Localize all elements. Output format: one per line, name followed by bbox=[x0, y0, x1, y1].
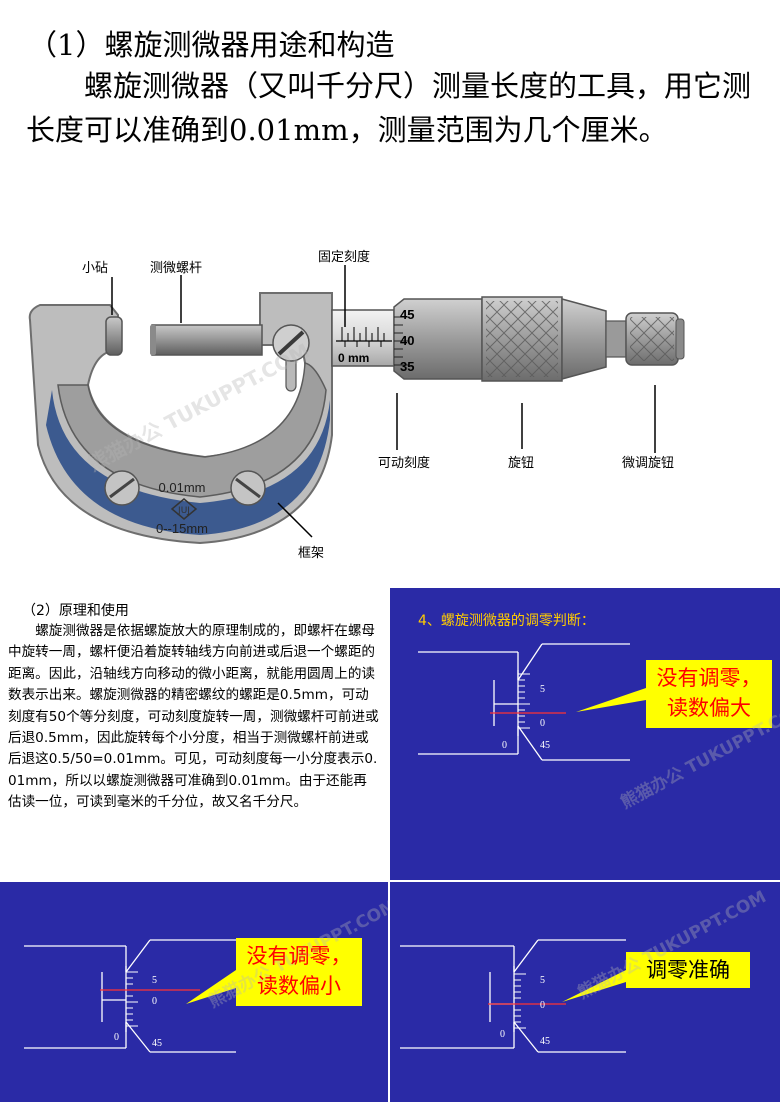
anvil bbox=[105, 316, 123, 356]
lock-screw bbox=[272, 324, 310, 392]
callout-text: 调零准确 bbox=[626, 955, 750, 985]
fixed-zero-label: 0 bbox=[502, 740, 507, 751]
plate-screw-right bbox=[230, 470, 266, 506]
plate-range-text: 0--15mm bbox=[156, 521, 208, 536]
plate-screw-left bbox=[104, 470, 140, 506]
brand-logo: JUJ bbox=[170, 498, 198, 520]
scale-label-5: 5 bbox=[152, 975, 157, 986]
fixed-zero-label: 0 bbox=[500, 1029, 505, 1040]
knob-taper bbox=[561, 298, 607, 380]
plate-resolution-text: 0.01mm bbox=[159, 480, 206, 495]
frame-plate bbox=[57, 362, 327, 498]
micrometer-diagram: JUJ 0.01mm 0--15mm 0 mm 45 40 35 bbox=[28, 249, 685, 561]
callout-line-1: 调零准确 bbox=[646, 958, 730, 982]
zero-check-panel-low: 5 0 45 0 熊猫办公 TUKUPPT.COM 没有调零， 读数偏小 bbox=[0, 882, 388, 1102]
label-spindle: 测微螺杆 bbox=[150, 261, 202, 276]
zero-check-panel-high: 4、螺旋测微器的调零判断： 5 0 45 0 熊猫办公 TUKUPPT bbox=[390, 588, 780, 880]
intro-text: 螺旋测微器（又叫千分尺）测量长度的工具，用它测长度可以准确到0.01mm，测量范… bbox=[26, 64, 756, 152]
scale-label-45: 45 bbox=[540, 740, 550, 751]
scale-label-0: 0 bbox=[540, 1000, 545, 1011]
thimble-number-40: 40 bbox=[400, 333, 414, 348]
section-heading: （1）螺旋测微器用途和构造 bbox=[28, 28, 395, 62]
callout-text: 没有调零， 读数偏大 bbox=[646, 663, 772, 723]
zero-check-panel-ok: 5 0 45 0 熊猫办公 TUKUPPT.COM 调零准确 bbox=[390, 882, 780, 1102]
fixed-zero-label: 0 bbox=[114, 1032, 119, 1043]
principle-title: （2）原理和使用 bbox=[22, 603, 129, 619]
sleeve-zero-label: 0 mm bbox=[338, 351, 369, 365]
scale-label-0: 0 bbox=[152, 996, 157, 1007]
zero-check-diagram-low: 5 0 45 0 熊猫办公 TUKUPPT.COM bbox=[24, 895, 388, 1053]
label-anvil: 小砧 bbox=[82, 261, 108, 276]
label-fine-knob: 微调旋钮 bbox=[622, 456, 674, 471]
scale-label-45: 45 bbox=[152, 1038, 162, 1049]
callout-bubble bbox=[186, 938, 362, 1006]
zero-check-diagram-ok: 5 0 45 0 熊猫办公 TUKUPPT.COM bbox=[400, 886, 770, 1053]
svg-text:JUJ: JUJ bbox=[177, 506, 190, 516]
zero-check-diagram-high: 5 0 45 0 熊猫办公 TUKUPPT.COM bbox=[418, 643, 780, 813]
label-movable-scale: 可动刻度 bbox=[378, 455, 430, 471]
callout-line-2: 读数偏小 bbox=[257, 974, 341, 998]
intro-paragraph: 螺旋测微器（又叫千分尺）测量长度的工具，用它测长度可以准确到0.01mm，测量范… bbox=[26, 69, 752, 147]
scale-label-5: 5 bbox=[540, 975, 545, 986]
scale-label-45: 45 bbox=[540, 1036, 550, 1047]
spindle bbox=[151, 324, 263, 356]
callout-line-1: 没有调零， bbox=[656, 666, 762, 690]
label-fixed-scale: 固定刻度 bbox=[318, 249, 370, 265]
sleeve-ticks bbox=[341, 327, 385, 347]
label-knob: 旋钮 bbox=[508, 456, 534, 471]
scale-label-0: 0 bbox=[540, 718, 545, 729]
principle-body: 螺旋测微器是依据螺旋放大的原理制成的，即螺杆在螺母中旋转一周，螺杆便沿着旋转轴线… bbox=[8, 623, 379, 811]
zero-check-title: 4、螺旋测微器的调零判断： bbox=[418, 613, 595, 629]
label-frame: 框架 bbox=[298, 546, 324, 561]
thimble-number-35: 35 bbox=[400, 359, 414, 374]
callout-bubble bbox=[562, 952, 750, 1002]
callout-line-2: 读数偏大 bbox=[667, 696, 751, 720]
callout-bubble bbox=[576, 660, 772, 728]
principle-section bbox=[0, 590, 388, 880]
callout-line-1: 没有调零， bbox=[246, 944, 352, 968]
scale-label-5: 5 bbox=[540, 684, 545, 695]
callout-text: 没有调零， 读数偏小 bbox=[236, 941, 362, 1001]
thimble-number-45: 45 bbox=[400, 307, 414, 322]
